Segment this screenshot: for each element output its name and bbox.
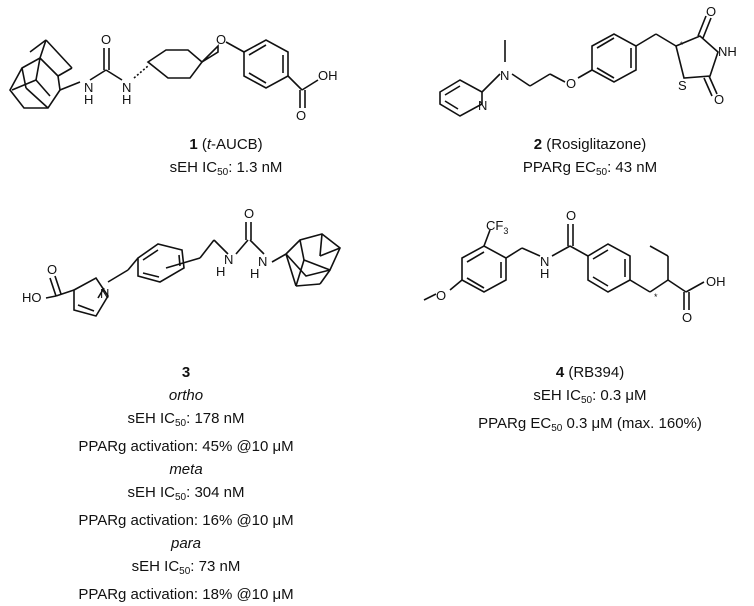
stereo-star: * <box>680 40 684 50</box>
compound-2-caption: 2 (Rosiglitazone) PPARg EC50: 43 nM <box>470 133 710 184</box>
compound-number: 1 <box>189 136 198 153</box>
compound-3-caption: 3 ortho sEH IC50: 178 nM PPARg activatio… <box>46 361 326 606</box>
atom-o: O <box>566 76 576 91</box>
atom-ho: HO <box>22 290 42 305</box>
atom-h: H <box>122 92 131 107</box>
isomer-name: meta <box>169 461 203 478</box>
compound-number: 3 <box>181 364 191 381</box>
atom-o: O <box>566 208 576 223</box>
atom-o: O <box>216 32 226 47</box>
isomer-name: para <box>170 535 202 552</box>
compound-1-caption: 1 (t-AUCB) sEH IC50: 1.3 nM <box>126 133 326 184</box>
atom-o: O <box>436 288 446 303</box>
atom-n: N <box>84 80 93 95</box>
compound-number: 2 <box>533 136 543 153</box>
compound-4-title: 4 (RB394) <box>445 361 735 384</box>
isomer-seh: sEH IC50: 73 nM <box>131 558 241 577</box>
atom-n: N <box>540 254 549 269</box>
compound-name: (RB394) <box>568 364 625 381</box>
isomer-name: ortho <box>168 387 204 404</box>
compound-number: 4 <box>555 364 565 381</box>
atom-o: O <box>706 4 716 19</box>
atom-n: N <box>258 254 267 269</box>
stereo-star: * <box>654 292 658 302</box>
atom-nh: NH <box>718 44 737 59</box>
atom-n: N <box>478 98 487 113</box>
isomer-ppar: PPARg activation: 16% @10 μM <box>78 512 294 529</box>
isomer-ppar: PPARg activation: 45% @10 μM <box>78 438 294 455</box>
atom-o: O <box>244 206 254 221</box>
atom-n: N <box>500 68 509 83</box>
atom-s: S <box>678 78 687 93</box>
atom-o: O <box>682 310 692 325</box>
compound-4-structure: O CF3 N H O OH O * <box>423 208 726 325</box>
atom-oh: OH <box>706 274 726 289</box>
compound-name-suffix: -AUCB <box>211 136 258 153</box>
compound-name-prefix: t <box>206 136 211 153</box>
compound-4-seh: sEH IC50: 0.3 μM <box>533 387 647 406</box>
compound-4-caption: 4 (RB394) sEH IC50: 0.3 μM PPARg EC50 0.… <box>445 361 735 440</box>
compound-name: (Rosiglitazone) <box>546 136 647 153</box>
atom-o: O <box>47 262 57 277</box>
atom-h: H <box>250 266 259 281</box>
atom-o: O <box>714 92 724 107</box>
compound-4-ppar: PPARg EC50 0.3 μM (max. 160%) <box>478 415 702 434</box>
atom-o: O <box>296 108 306 123</box>
compound-1-title: 1 (t-AUCB) <box>189 136 263 153</box>
atom-n: N <box>100 286 109 301</box>
atom-h: H <box>84 92 93 107</box>
compound-2-structure: N N O O O NH S * <box>439 4 737 117</box>
isomer-ppar: PPARg activation: 18% @10 μM <box>78 586 294 603</box>
compound-2-title: 2 (Rosiglitazone) <box>470 133 710 156</box>
isomer-seh: sEH IC50: 304 nM <box>127 484 245 503</box>
compound-1-activity: sEH IC50: 1.3 nM <box>169 159 283 178</box>
isomer-seh: sEH IC50: 178 nM <box>127 410 245 429</box>
atom-n: N <box>224 252 233 267</box>
atom-n: N <box>122 80 131 95</box>
atom-cf3: CF3 <box>486 218 508 236</box>
compound-2-activity: PPARg EC50: 43 nM <box>522 159 658 178</box>
atom-h: H <box>216 264 225 279</box>
atom-o: O <box>101 32 111 47</box>
compound-3-structure: HO O N N H N H O <box>22 206 341 317</box>
atom-h: H <box>540 266 549 281</box>
compound-1-structure: N H N H O O OH O <box>9 32 338 123</box>
structures-canvas: N H N H O O OH O N N <box>9 4 737 325</box>
atom-oh: OH <box>318 68 338 83</box>
